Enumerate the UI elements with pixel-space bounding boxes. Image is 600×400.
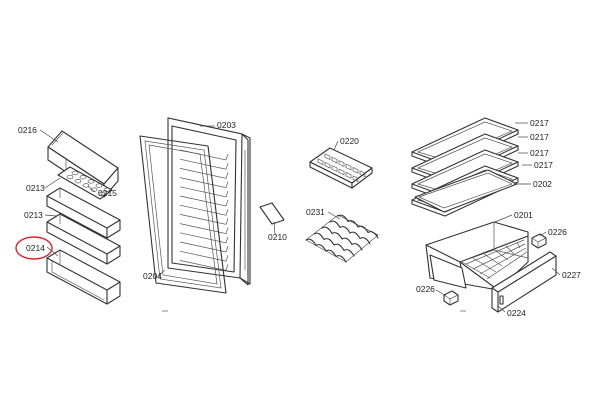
drawer-front-cover bbox=[491, 251, 557, 313]
label-0220: 0220 bbox=[340, 136, 359, 146]
label-0217-4: 0217 bbox=[534, 160, 553, 170]
label-0210: 0210 bbox=[268, 232, 287, 242]
label-0213-lower: 0213 bbox=[24, 210, 43, 220]
label-0231: 0231 bbox=[306, 207, 325, 217]
glass-shelf bbox=[411, 117, 519, 169]
drawer-clip-left bbox=[443, 290, 459, 306]
part-labels: 0216 0213 0215 0213 0214 0203 0204 0210 … bbox=[18, 118, 581, 318]
bottle-rack bbox=[305, 214, 379, 263]
label-0213-upper: 0213 bbox=[26, 183, 45, 193]
label-0204: 0204 bbox=[143, 271, 162, 281]
small-panel bbox=[259, 202, 285, 225]
label-0224: 0224 bbox=[507, 308, 526, 318]
label-0217-3: 0217 bbox=[530, 148, 549, 158]
label-0227: 0227 bbox=[562, 270, 581, 280]
door-shelf-middle bbox=[46, 213, 121, 265]
label-0226-right: 0226 bbox=[548, 227, 567, 237]
label-0217-1: 0217 bbox=[530, 118, 549, 128]
leader-lines bbox=[39, 122, 561, 313]
door-gasket bbox=[139, 135, 227, 294]
freezer-drawer bbox=[425, 221, 529, 291]
door-panel bbox=[167, 117, 251, 286]
label-0217-2: 0217 bbox=[530, 132, 549, 142]
highlight-circle bbox=[15, 236, 53, 260]
label-0226-left: 0226 bbox=[416, 284, 435, 294]
door-shelf-lower bbox=[46, 249, 121, 305]
ice-tray bbox=[309, 147, 373, 189]
label-0214: 0214 bbox=[26, 243, 45, 253]
label-0202: 0202 bbox=[533, 179, 552, 189]
label-0215: 0215 bbox=[98, 188, 117, 198]
egg-tray bbox=[57, 166, 113, 200]
door-shelf-upper bbox=[46, 187, 121, 239]
label-0203: 0203 bbox=[217, 120, 236, 130]
drawer-clip-right bbox=[531, 233, 547, 249]
label-0201: 0201 bbox=[514, 210, 533, 220]
label-0216: 0216 bbox=[18, 125, 37, 135]
